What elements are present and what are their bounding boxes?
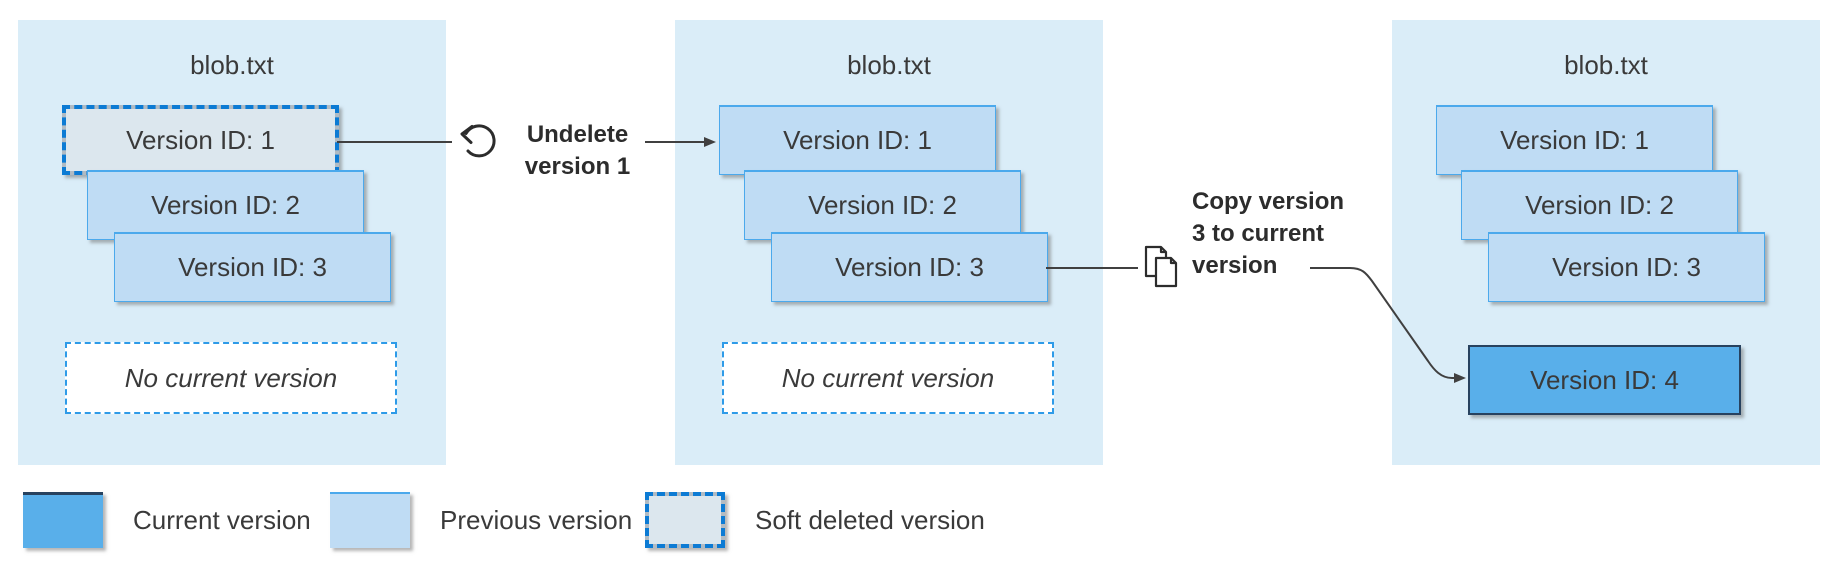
version-box-previous: Version ID: 3 xyxy=(771,232,1048,302)
legend-swatch-soft-deleted xyxy=(645,492,725,548)
no-current-version-label: No current version xyxy=(124,362,338,393)
version-box-current: Version ID: 4 xyxy=(1468,345,1741,415)
legend-swatch-current xyxy=(23,492,103,548)
legend-item-previous: Previous version xyxy=(330,492,632,548)
version-box-previous: Version ID: 1 xyxy=(1436,105,1713,175)
version-label: Version ID: 1 xyxy=(783,125,932,155)
blob-title: blob.txt xyxy=(1564,50,1648,80)
undelete-operation-label: Undelete version 1 xyxy=(524,121,631,180)
legend-item-current: Current version xyxy=(23,492,311,548)
blob-panel-1: blob.txt Version ID: 1 Version ID: 2 Ver… xyxy=(18,20,446,465)
undo-icon xyxy=(460,124,496,158)
version-label: Version ID: 2 xyxy=(808,190,957,220)
blob-title: blob.txt xyxy=(847,50,931,80)
legend-label: Current version xyxy=(133,504,311,535)
version-box-previous: Version ID: 3 xyxy=(114,232,391,302)
version-label: Version ID: 2 xyxy=(151,190,300,220)
version-label: Version ID: 2 xyxy=(1525,190,1674,220)
version-box-soft-deleted: Version ID: 1 xyxy=(62,105,339,175)
blob-panel-2: blob.txt Version ID: 1 Version ID: 2 Ver… xyxy=(675,20,1103,465)
version-box-previous: Version ID: 2 xyxy=(1461,170,1738,240)
blob-title: blob.txt xyxy=(190,50,274,80)
legend-label: Previous version xyxy=(440,504,633,535)
version-box-previous: Version ID: 3 xyxy=(1488,232,1765,302)
version-box-previous: Version ID: 2 xyxy=(87,170,364,240)
version-label: Version ID: 1 xyxy=(126,124,275,155)
version-label: Version ID: 1 xyxy=(1500,125,1649,155)
legend-label: Soft deleted version xyxy=(755,504,985,535)
legend-swatch-previous xyxy=(330,492,410,548)
version-label: Version ID: 3 xyxy=(1552,252,1701,282)
legend-item-soft-deleted: Soft deleted version xyxy=(645,492,985,548)
version-label: Version ID: 4 xyxy=(1530,364,1679,395)
version-label: Version ID: 3 xyxy=(835,252,984,282)
copy-icon xyxy=(1144,245,1178,288)
no-current-version-label: No current version xyxy=(781,362,995,393)
blob-panel-3: blob.txt Version ID: 1 Version ID: 2 Ver… xyxy=(1392,20,1820,465)
version-box-previous: Version ID: 2 xyxy=(744,170,1021,240)
no-current-version-box: No current version xyxy=(65,342,397,414)
copy-operation-label: Copy version 3 to current version xyxy=(1192,188,1345,279)
no-current-version-box: No current version xyxy=(722,342,1054,414)
version-box-previous: Version ID: 1 xyxy=(719,105,996,175)
version-label: Version ID: 3 xyxy=(178,252,327,282)
